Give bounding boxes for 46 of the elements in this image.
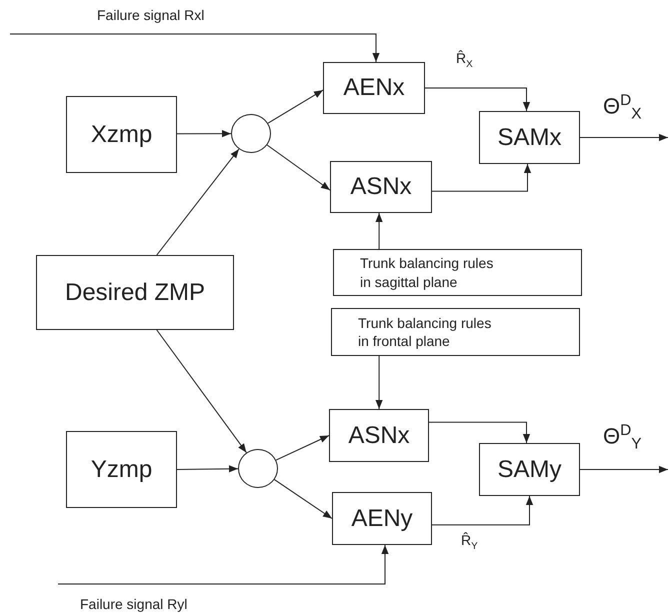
arrow bbox=[432, 496, 534, 526]
edge-label: R̂$_{X}$ bbox=[456, 50, 473, 70]
arrow bbox=[156, 148, 240, 256]
node-label: Trunk balancing rules in sagittal plane bbox=[360, 254, 494, 291]
arrow bbox=[176, 130, 232, 138]
process-box bbox=[332, 492, 432, 545]
arrow bbox=[580, 466, 668, 474]
arrow bbox=[58, 544, 389, 584]
process-box bbox=[330, 161, 432, 213]
rules-box bbox=[331, 308, 580, 356]
arrow bbox=[432, 164, 532, 192]
process-box bbox=[479, 111, 580, 164]
summing-junction bbox=[238, 449, 278, 488]
process-box bbox=[479, 443, 580, 496]
rules-box bbox=[333, 249, 582, 296]
node-label: Desired ZMP bbox=[64, 278, 206, 308]
arrow bbox=[266, 144, 330, 191]
node-label: Trunk balancing rules in frontal plane bbox=[358, 314, 492, 350]
arrow bbox=[156, 330, 247, 454]
arrow bbox=[376, 356, 383, 410]
process-box bbox=[36, 255, 234, 330]
process-box bbox=[329, 409, 429, 462]
node-label: AENx bbox=[343, 73, 405, 104]
node-label: Xzmp bbox=[90, 120, 152, 150]
process-box bbox=[323, 62, 425, 114]
edge-label: Failure signal Rxl bbox=[97, 7, 204, 23]
edge-label: R̂$_{Y}$ bbox=[461, 532, 478, 552]
process-box bbox=[66, 96, 177, 173]
arrow bbox=[176, 465, 238, 472]
arrow bbox=[268, 90, 324, 124]
process-box bbox=[66, 431, 177, 508]
node-label: AENy bbox=[351, 504, 413, 534]
summing-junction bbox=[231, 114, 271, 153]
arrow bbox=[428, 422, 530, 444]
node-label: ASNx bbox=[348, 420, 410, 451]
arrow bbox=[274, 479, 332, 519]
edge-label: Failure signal Ryl bbox=[80, 596, 188, 612]
arrow bbox=[10, 34, 380, 62]
arrow bbox=[376, 212, 383, 250]
arrow bbox=[276, 435, 330, 461]
arrow bbox=[424, 88, 530, 112]
arrow bbox=[580, 134, 668, 142]
node-label: Yzmp bbox=[90, 454, 152, 485]
node-label: SAMx bbox=[497, 122, 562, 153]
node-label: SAMy bbox=[497, 454, 562, 485]
node-label: ASNx bbox=[350, 172, 412, 202]
